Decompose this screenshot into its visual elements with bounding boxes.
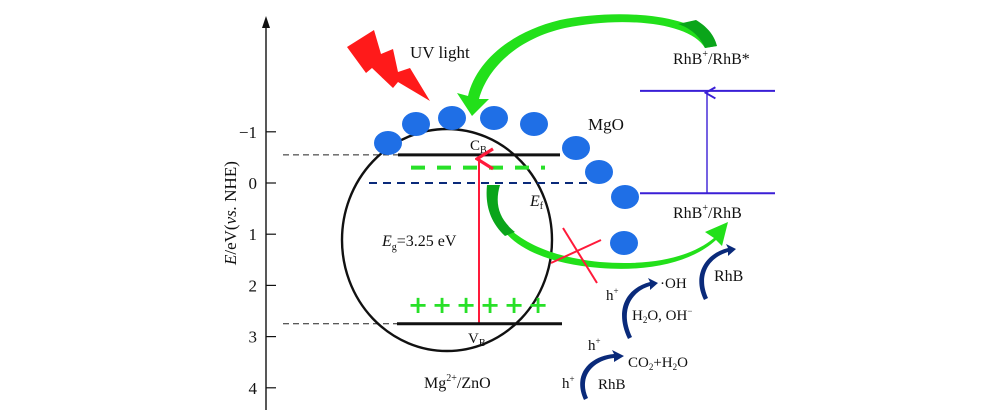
hole-plus-icon: +	[528, 291, 548, 319]
vb-label: VB	[468, 331, 486, 349]
rhb-ground-label: RhB+/RhB	[673, 203, 742, 222]
hole-plus-icon: +	[480, 291, 500, 319]
energy-axis: −1 0 1 2 3 4 E/eV(vs. NHE)	[221, 16, 276, 410]
axis-tick-label: 4	[249, 379, 258, 398]
rhb-oxidation-arrow	[699, 244, 736, 300]
mgo-particle	[374, 131, 402, 155]
semiconductor-label: Mg2+/ZnO	[424, 373, 491, 392]
rhb-excited-label: RhB+/RhB*	[673, 49, 750, 68]
axis-arrowhead-icon	[262, 16, 270, 28]
hole-label-1: h+	[606, 286, 619, 304]
axis-tick-label: 3	[249, 328, 258, 347]
axis-tick-label: −1	[239, 123, 257, 142]
blocked-cross-icon	[550, 227, 602, 284]
hole-plus-icon: +	[504, 291, 524, 319]
mgo-label: MgO	[588, 115, 624, 134]
uv-light-label: UV light	[410, 43, 470, 62]
water-hydroxide-label: H2O, OH−	[632, 306, 692, 325]
electron-injection-arrow	[457, 14, 717, 116]
uv-lightning-icon	[347, 30, 430, 101]
axis-tick-label: 2	[249, 276, 258, 295]
cb-label: CB	[470, 138, 487, 156]
fermi-label: Ef	[529, 193, 544, 212]
hole-plus-icon: +	[456, 291, 476, 319]
hole-label-3: h+	[562, 374, 575, 392]
mgo-particle	[520, 112, 548, 136]
rhb-top-label: RhB	[714, 268, 743, 285]
mgo-particle	[611, 185, 639, 209]
mgo-particle	[585, 160, 613, 184]
back-transfer-arrow	[487, 185, 728, 269]
mgo-shell	[374, 106, 639, 255]
mgo-particle	[438, 106, 466, 130]
axis-label: E/eV(vs. NHE)	[221, 161, 240, 266]
hole-plus-icon: +	[432, 291, 452, 319]
holes-row: ++++++	[408, 291, 548, 319]
mgo-particle	[562, 136, 590, 160]
mgo-particle	[480, 106, 508, 130]
hydroxyl-radical-label: ·OH	[660, 276, 687, 292]
reaction-arrows	[580, 244, 736, 400]
axis-tick-label: 1	[249, 225, 258, 244]
hole-label-2: h+	[588, 336, 601, 354]
oh-formation-arrow	[622, 278, 658, 339]
mgo-particle	[402, 112, 430, 136]
bandgap-label: Eg=3.25 eV	[381, 233, 457, 253]
co2-water-label: CO2+H2O	[628, 355, 688, 372]
mineralization-arrow	[580, 350, 624, 400]
axis-tick-label: 0	[249, 174, 258, 193]
hole-plus-icon: +	[408, 291, 428, 319]
rhb-bottom-label: RhB	[598, 377, 626, 393]
mgo-particle	[610, 231, 638, 255]
